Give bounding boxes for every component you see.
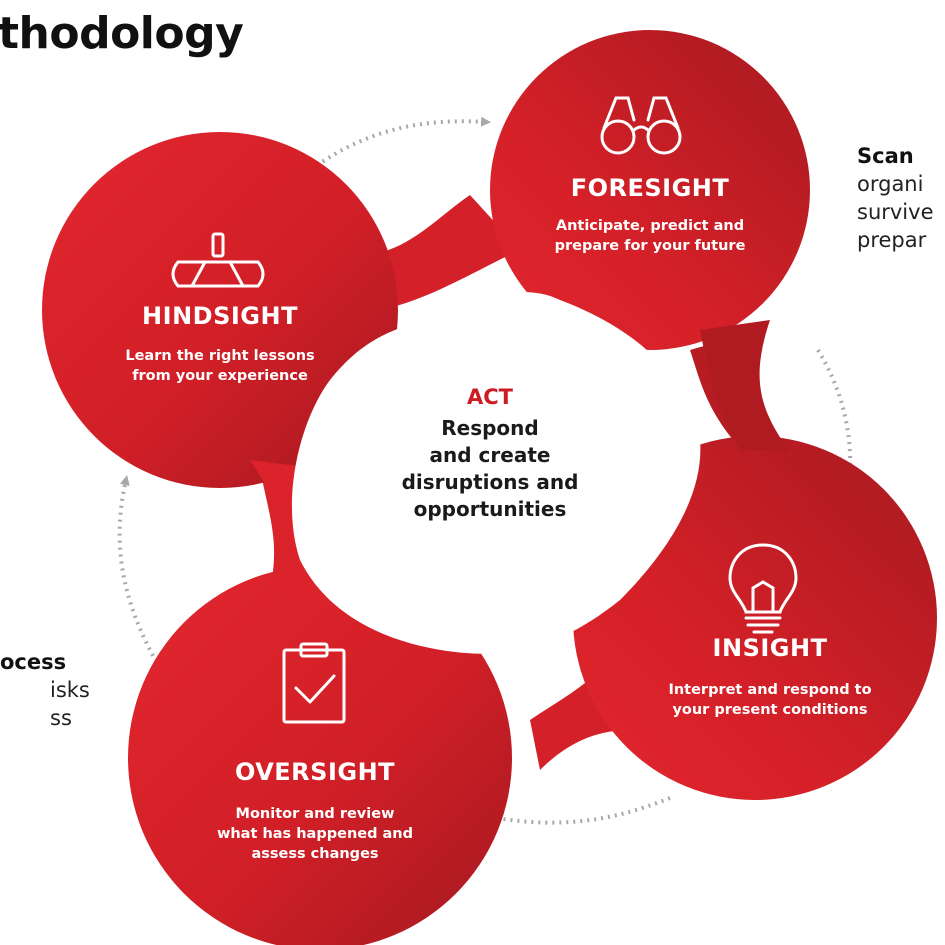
arrow-insight-to-oversight xyxy=(491,796,671,825)
oversight-desc-line: what has happened and xyxy=(216,826,414,842)
scan-note-line: survive xyxy=(857,200,934,224)
act-desc-line: disruptions and xyxy=(401,470,579,494)
rearview-mirror-icon xyxy=(171,232,265,288)
scan-note-line: prepar xyxy=(857,228,927,252)
foresight-title: FORESIGHT xyxy=(570,174,730,202)
connector-hindsight-foresight xyxy=(368,195,520,310)
process-note-bold: ocess xyxy=(0,650,67,674)
lightbulb-icon xyxy=(728,543,798,634)
hindsight-desc-line: from your experience xyxy=(132,368,308,384)
act-desc: Respond and create disruptions and oppor… xyxy=(375,415,605,523)
act-desc-line: opportunities xyxy=(413,497,567,521)
hindsight-blob xyxy=(42,132,398,488)
oversight-title: OVERSIGHT xyxy=(234,758,396,786)
insight-desc-line: your present conditions xyxy=(672,702,868,718)
process-note-line: isks xyxy=(50,678,90,702)
foresight-blob xyxy=(490,30,810,350)
act-desc-line: and create xyxy=(429,443,551,467)
hindsight-desc-line: Learn the right lessons xyxy=(125,348,315,364)
act-desc-line: Respond xyxy=(441,416,539,440)
page-title: thodology xyxy=(0,8,244,59)
foresight-desc-line: prepare for your future xyxy=(554,238,746,254)
center-space xyxy=(291,291,701,654)
oversight-desc-line: Monitor and review xyxy=(235,806,395,822)
foresight-desc: Anticipate, predict and prepare for your… xyxy=(540,216,760,256)
scan-note: Scan organi survive prepar xyxy=(857,142,934,254)
clipboard-check-icon xyxy=(282,642,346,724)
act-label: ACT xyxy=(467,385,513,409)
arrow-hindsight-to-foresight xyxy=(298,116,491,180)
foresight-desc-line: Anticipate, predict and xyxy=(555,218,745,234)
insight-title: INSIGHT xyxy=(712,634,828,662)
arrow-foresight-to-insight xyxy=(816,348,856,481)
hindsight-desc: Learn the right lessons from your experi… xyxy=(100,346,340,386)
hindsight-title: HINDSIGHT xyxy=(142,302,298,330)
foresight-neck xyxy=(700,320,790,452)
insight-desc-line: Interpret and respond to xyxy=(668,682,872,698)
process-note-line: ss xyxy=(50,706,72,730)
insight-desc: Interpret and respond to your present co… xyxy=(650,680,890,720)
scan-note-bold: Scan xyxy=(857,144,914,168)
process-note: ocess isks ss xyxy=(0,648,90,732)
oversight-desc: Monitor and review what has happened and… xyxy=(195,804,435,864)
binoculars-icon xyxy=(600,96,682,155)
arrow-oversight-to-hindsight xyxy=(117,475,162,670)
scan-note-line: organi xyxy=(857,172,924,196)
oversight-desc-line: assess changes xyxy=(251,846,379,862)
oversight-blob xyxy=(128,566,512,945)
